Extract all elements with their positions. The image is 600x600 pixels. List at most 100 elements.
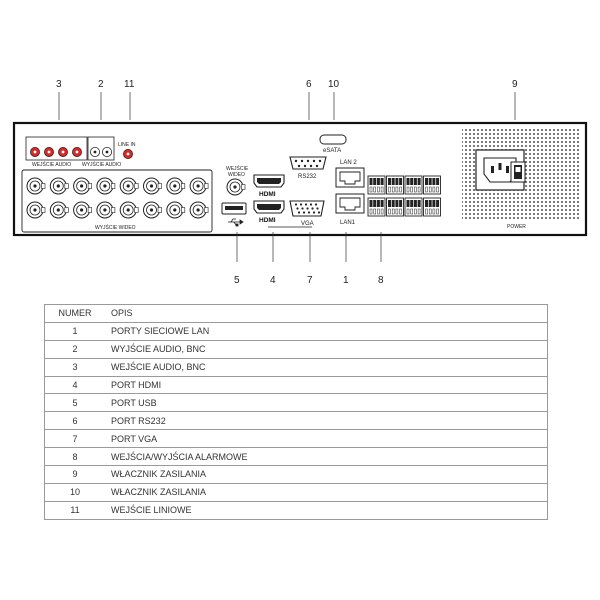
bnc-connector: [143, 201, 162, 219]
label-audio-out: WYJŚCIE AUDIO: [82, 160, 121, 168]
cell-number: 11: [44, 501, 105, 520]
alarm-terminal-block: [367, 197, 386, 217]
usb-port: [221, 202, 247, 227]
audio-in-jacks: [30, 147, 82, 157]
label-rs232: RS232: [298, 174, 317, 180]
callout-6: 6: [306, 79, 312, 90]
alarm-terminal-block: [423, 175, 441, 195]
callout-4: 4: [270, 275, 276, 286]
callouts-bottom: 5 4 7 1 8: [234, 232, 384, 286]
cell-number: 2: [44, 340, 105, 359]
callout-11: 11: [124, 79, 135, 90]
rear-panel-diagram: 3 2 11 6 10 9 WEJŚCIE AUDIO WYJŚCIE AUDI…: [12, 79, 588, 286]
cell-number: 8: [44, 447, 105, 467]
cell-description: WEJŚCIA/WYJŚCIA ALARMOWE: [105, 447, 548, 467]
bnc-connector: [73, 177, 92, 195]
label-lan1: LAN1: [340, 220, 356, 226]
callout-1: 1: [343, 275, 349, 286]
cell-number: 4: [44, 376, 105, 395]
video-in-group: WEJŚCIE WIDEO: [226, 164, 249, 196]
cell-description: WEJŚCIE LINIOWE: [105, 501, 548, 520]
label-audio-in: WEJŚCIE AUDIO: [32, 160, 71, 168]
bnc-connector: [189, 201, 209, 219]
cell-description: PORT USB: [105, 393, 548, 413]
header-opis: OPIS: [105, 304, 548, 323]
bnc-connector: [166, 201, 186, 219]
audio-out-jacks: [90, 146, 113, 157]
cell-number: 1: [44, 322, 105, 341]
callouts-top: 3 2 11 6 10 9: [56, 79, 518, 120]
bnc-connector: [143, 177, 162, 195]
bnc-connector: [189, 177, 209, 195]
bnc-connector: [119, 201, 139, 219]
bnc-connector: [49, 177, 69, 195]
header-numer: NUMER: [44, 304, 105, 323]
cell-description: PORT VGA: [105, 429, 548, 449]
label-video-out: WYJŚCIE WIDEO: [95, 223, 136, 231]
rs232-pins: [294, 159, 322, 168]
table-header-row: NUMER OPIS: [44, 304, 548, 323]
callout-9: 9: [512, 79, 518, 90]
audio-jacks-group: WEJŚCIE AUDIO WYJŚCIE AUDIO LINE IN: [25, 136, 136, 168]
label-video-in-line1: WEJŚCIE: [226, 164, 249, 172]
cell-number: 9: [44, 465, 105, 484]
cell-number: 3: [44, 358, 105, 377]
cell-description: WEJŚCIE AUDIO, BNC: [105, 358, 548, 377]
cell-number: 5: [44, 393, 105, 413]
label-lan2: LAN 2: [340, 160, 357, 166]
cell-description: WŁACZNIK ZASILANIA: [105, 483, 548, 502]
esata-port: eSATA: [319, 134, 347, 154]
vga-pins: [294, 203, 321, 214]
alarm-terminal-block: [386, 175, 404, 195]
cell-number: 7: [44, 429, 105, 449]
alarm-terminal-block: [404, 175, 423, 195]
cell-description: WŁACZNIK ZASILANIA: [105, 465, 548, 484]
cell-number: 6: [44, 411, 105, 431]
video-out-bnc-group: WYJŚCIE WIDEO: [21, 169, 213, 233]
lan-ports: LAN 2 LAN1: [335, 160, 365, 226]
bnc-connector: [26, 201, 46, 219]
callout-10: 10: [328, 79, 340, 90]
bnc-connector: [26, 177, 46, 195]
bnc-connector: [96, 201, 116, 219]
vga-port: VGA: [289, 200, 325, 227]
cell-number: 10: [44, 483, 105, 502]
label-video-in-line2: WIDEO: [228, 172, 245, 178]
callout-2: 2: [98, 79, 104, 90]
power-section: POWER: [462, 127, 580, 230]
label-esata: eSATA: [323, 148, 341, 154]
bnc-connector: [119, 177, 139, 195]
callout-7: 7: [307, 275, 313, 286]
alarm-terminal-block: [423, 197, 441, 217]
bnc-connectors: [26, 177, 209, 219]
callout-5: 5: [234, 275, 240, 286]
bnc-connector: [96, 177, 116, 195]
alarm-terminal-block: [404, 197, 423, 217]
alarm-terminal-block: [386, 197, 404, 217]
alarm-terminal-blocks: [367, 175, 441, 217]
hdmi-label-1: HDMI: [259, 191, 276, 198]
cell-description: PORT HDMI: [105, 376, 548, 395]
callout-3: 3: [56, 79, 62, 90]
label-line-in: LINE IN: [118, 142, 136, 148]
cell-description: PORT RS232: [105, 411, 548, 431]
callout-8: 8: [378, 275, 384, 286]
label-power: POWER: [507, 224, 526, 230]
usb-icon: [228, 218, 244, 227]
bnc-connector: [49, 201, 69, 219]
bnc-connector: [166, 177, 186, 195]
alarm-terminal-block: [367, 175, 386, 195]
rs232-port: RS232: [289, 156, 327, 180]
cell-description: PORTY SIECIOWE LAN: [105, 322, 548, 341]
